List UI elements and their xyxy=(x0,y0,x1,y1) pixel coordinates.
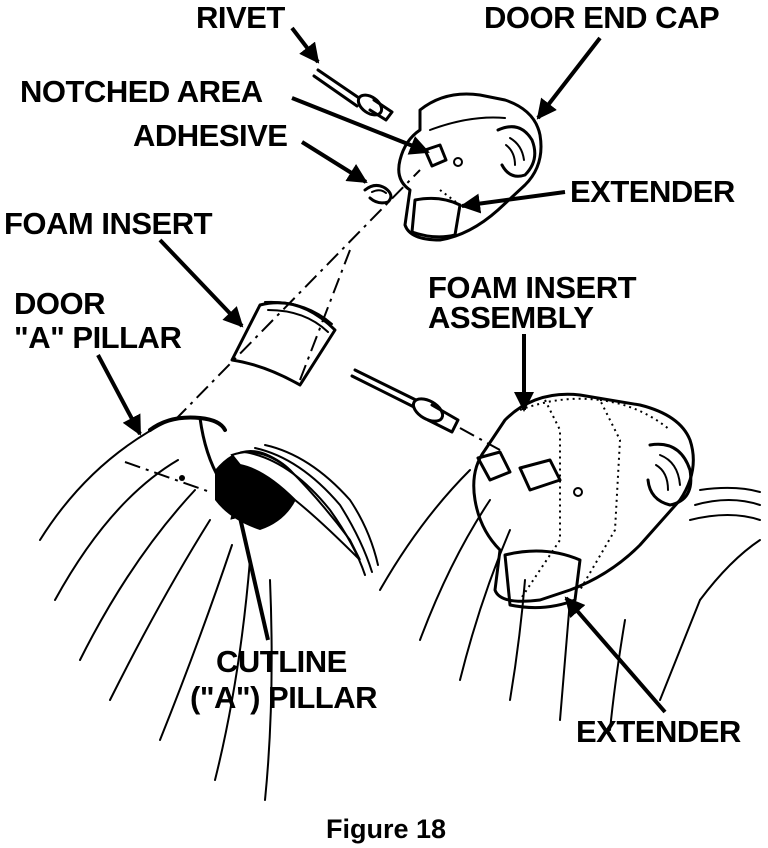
label-door-end-cap: DOOR END CAP xyxy=(484,0,719,35)
leader-foam-insert xyxy=(158,238,244,328)
leader-adhesive xyxy=(300,140,368,184)
leader-cutline-pillar xyxy=(230,498,270,641)
rivet-top-drawing xyxy=(312,68,394,122)
door-a-pillar-drawing xyxy=(39,415,379,801)
label-foam-insert-assembly-line2: ASSEMBLY xyxy=(428,300,594,335)
label-door-a-pillar-line2: "A" PILLAR xyxy=(14,320,181,355)
figure-caption: Figure 18 xyxy=(326,814,446,844)
assembly-axis-line xyxy=(174,169,421,421)
label-rivet: RIVET xyxy=(196,0,285,35)
label-foam-insert-assembly-line1: FOAM INSERT xyxy=(428,270,637,305)
leader-rivet xyxy=(290,26,320,64)
foam-insert-assembly-drawing xyxy=(379,392,761,731)
rivet-assembly-drawing xyxy=(350,368,501,451)
assembly-axis-line-2 xyxy=(299,249,351,381)
label-cutline-line2: ("A") PILLAR xyxy=(190,680,377,715)
label-extender-top: EXTENDER xyxy=(570,174,735,209)
leader-notched-area xyxy=(291,96,430,155)
door-end-cap-drawing xyxy=(397,92,543,242)
leader-extender-bottom xyxy=(564,596,667,714)
label-foam-insert: FOAM INSERT xyxy=(4,206,213,241)
adhesive-drawing xyxy=(363,183,393,205)
leader-extender-top xyxy=(460,190,566,214)
label-adhesive: ADHESIVE xyxy=(133,118,287,153)
foam-insert-drawing xyxy=(230,300,337,387)
label-extender-bottom: EXTENDER xyxy=(576,714,741,749)
label-door-a-pillar-line1: DOOR xyxy=(14,286,105,321)
leader-door-a-pillar xyxy=(96,354,142,436)
leader-door-end-cap xyxy=(536,36,602,120)
label-notched-area: NOTCHED AREA xyxy=(20,74,263,109)
label-cutline-line1: CUTLINE xyxy=(216,644,347,679)
